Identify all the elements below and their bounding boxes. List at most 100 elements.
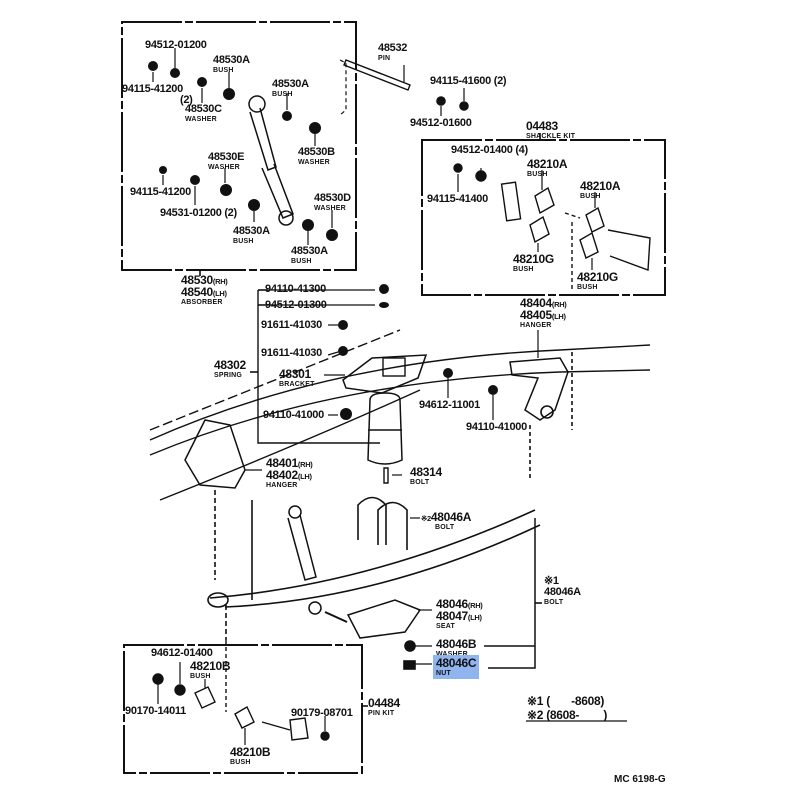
part-name: HANGER [266,482,298,489]
part-number: 48530A [291,245,328,257]
pin-kit-parts [152,640,330,741]
bracket-48301 [342,354,428,394]
absorber-kit-box [121,21,357,271]
part-name: BUSH [230,759,251,766]
part-label-91611-41030[interactable]: 91611-41030 [261,319,322,331]
suffix-rh: (RH) [467,601,483,610]
suffix-lh: (LH) [297,472,312,481]
part-label-94110-41000[interactable]: 94110-41000 [466,421,527,433]
part-number-lh: 48540 [181,285,213,299]
part-qty: (2) [493,75,507,87]
part-label-94612-11001[interactable]: 94612-11001 [419,399,480,411]
part-name: BOLT [435,524,455,531]
part-name: BUSH [233,238,254,245]
part-name: WASHER [185,116,217,123]
part-number: 48530A [213,54,250,66]
part-label-48046-seat[interactable]: 48046(RH)48047(LH)SEAT [436,598,483,630]
part-label-48401-hanger[interactable]: 48401(RH)48402(LH)HANGER [266,457,313,489]
part-label-94115-41400[interactable]: 94115-41400 [427,193,488,205]
part-label-94115-41600[interactable]: 94115-41600 (2) [430,75,507,87]
part-label-94110-41300[interactable]: 94110-41300 [265,283,326,295]
part-number-rh: 48046 [436,597,468,611]
part-number: 48210A [527,157,568,171]
shock-absorber-top [248,95,294,226]
diagram-code: MC 6198-G [614,774,666,785]
part-label-94512-01600[interactable]: 94512-01600 [410,117,472,129]
part-name: SPRING [214,372,243,379]
part-label-94612-01400[interactable]: 94612-01400 [151,647,213,659]
note-mark: ※2 [527,708,544,722]
part-label-94110-41000[interactable]: 94110-41000 [263,409,324,421]
kit-name: PIN KIT [368,710,395,717]
suffix-rh: (RH) [212,277,228,286]
part-label-90179-08701[interactable]: 90179-08701 [291,707,353,719]
part-label-48046B-washer[interactable]: 48046BWASHER [436,638,477,658]
part-name: BRACKET [279,381,315,388]
part-name: ABSORBER [181,299,223,306]
pin-kit-box [123,644,363,774]
part-number-lh: 48405 [520,308,552,322]
part-number-rh: 48401 [266,456,298,470]
part-label-91611-41030[interactable]: 91611-41030 [261,347,322,359]
part-name: BUSH [527,171,548,178]
part-number: 48210A [580,179,621,193]
part-qty: (4) [515,144,528,156]
part-label-94512-01300[interactable]: 94512-01300 [265,299,327,311]
part-label-94512-01200[interactable]: 94512-01200 [145,39,207,51]
part-name: WASHER [436,651,476,658]
kit-number: 04483 [526,119,558,133]
part-name: WASHER [208,164,240,171]
leaf-spring [207,509,541,608]
part-name: SEAT [436,623,455,630]
shackle-kit-box [421,139,666,296]
part-label-48404-hanger[interactable]: 48404(RH)48405(LH)HANGER [520,297,567,329]
part-label-94115-41200[interactable]: 94115-41200 [130,186,191,198]
part-label-absorber-assembly[interactable]: 48530(RH)48540(LH)ABSORBER [181,274,228,306]
part-number: 48530D [314,192,351,204]
part-number-rh: 48530 [181,273,213,287]
footnote-2: ※2 (8608- ) [527,709,607,721]
part-number: 48210G [513,252,554,266]
part-label-94115-41200[interactable]: 94115-41200(2) [122,84,193,106]
part-label-94512-01400[interactable]: 94512-01400 (4) [451,145,528,156]
part-number: 48314 [410,465,442,479]
part-label-94531-01200[interactable]: 94531-01200 (2) [160,208,237,219]
part-number: 48530A [272,78,309,90]
pin-48532 [343,59,411,91]
bolt-group-bracket [257,290,380,444]
suffix-lh: (LH) [551,312,566,321]
bolt-48314 [383,467,389,484]
part-number: 48530C [185,103,222,115]
note-range: (8608- ) [546,708,608,722]
part-qty: (2) [180,94,193,106]
part-number: 48210G [577,270,618,284]
part-label-90170-14011[interactable]: 90170-14011 [125,705,186,717]
footnote-1: ※1 ( -8608) [527,695,604,707]
part-number: 94115-41200 [122,83,183,95]
shock-absorber-lower [287,505,322,615]
